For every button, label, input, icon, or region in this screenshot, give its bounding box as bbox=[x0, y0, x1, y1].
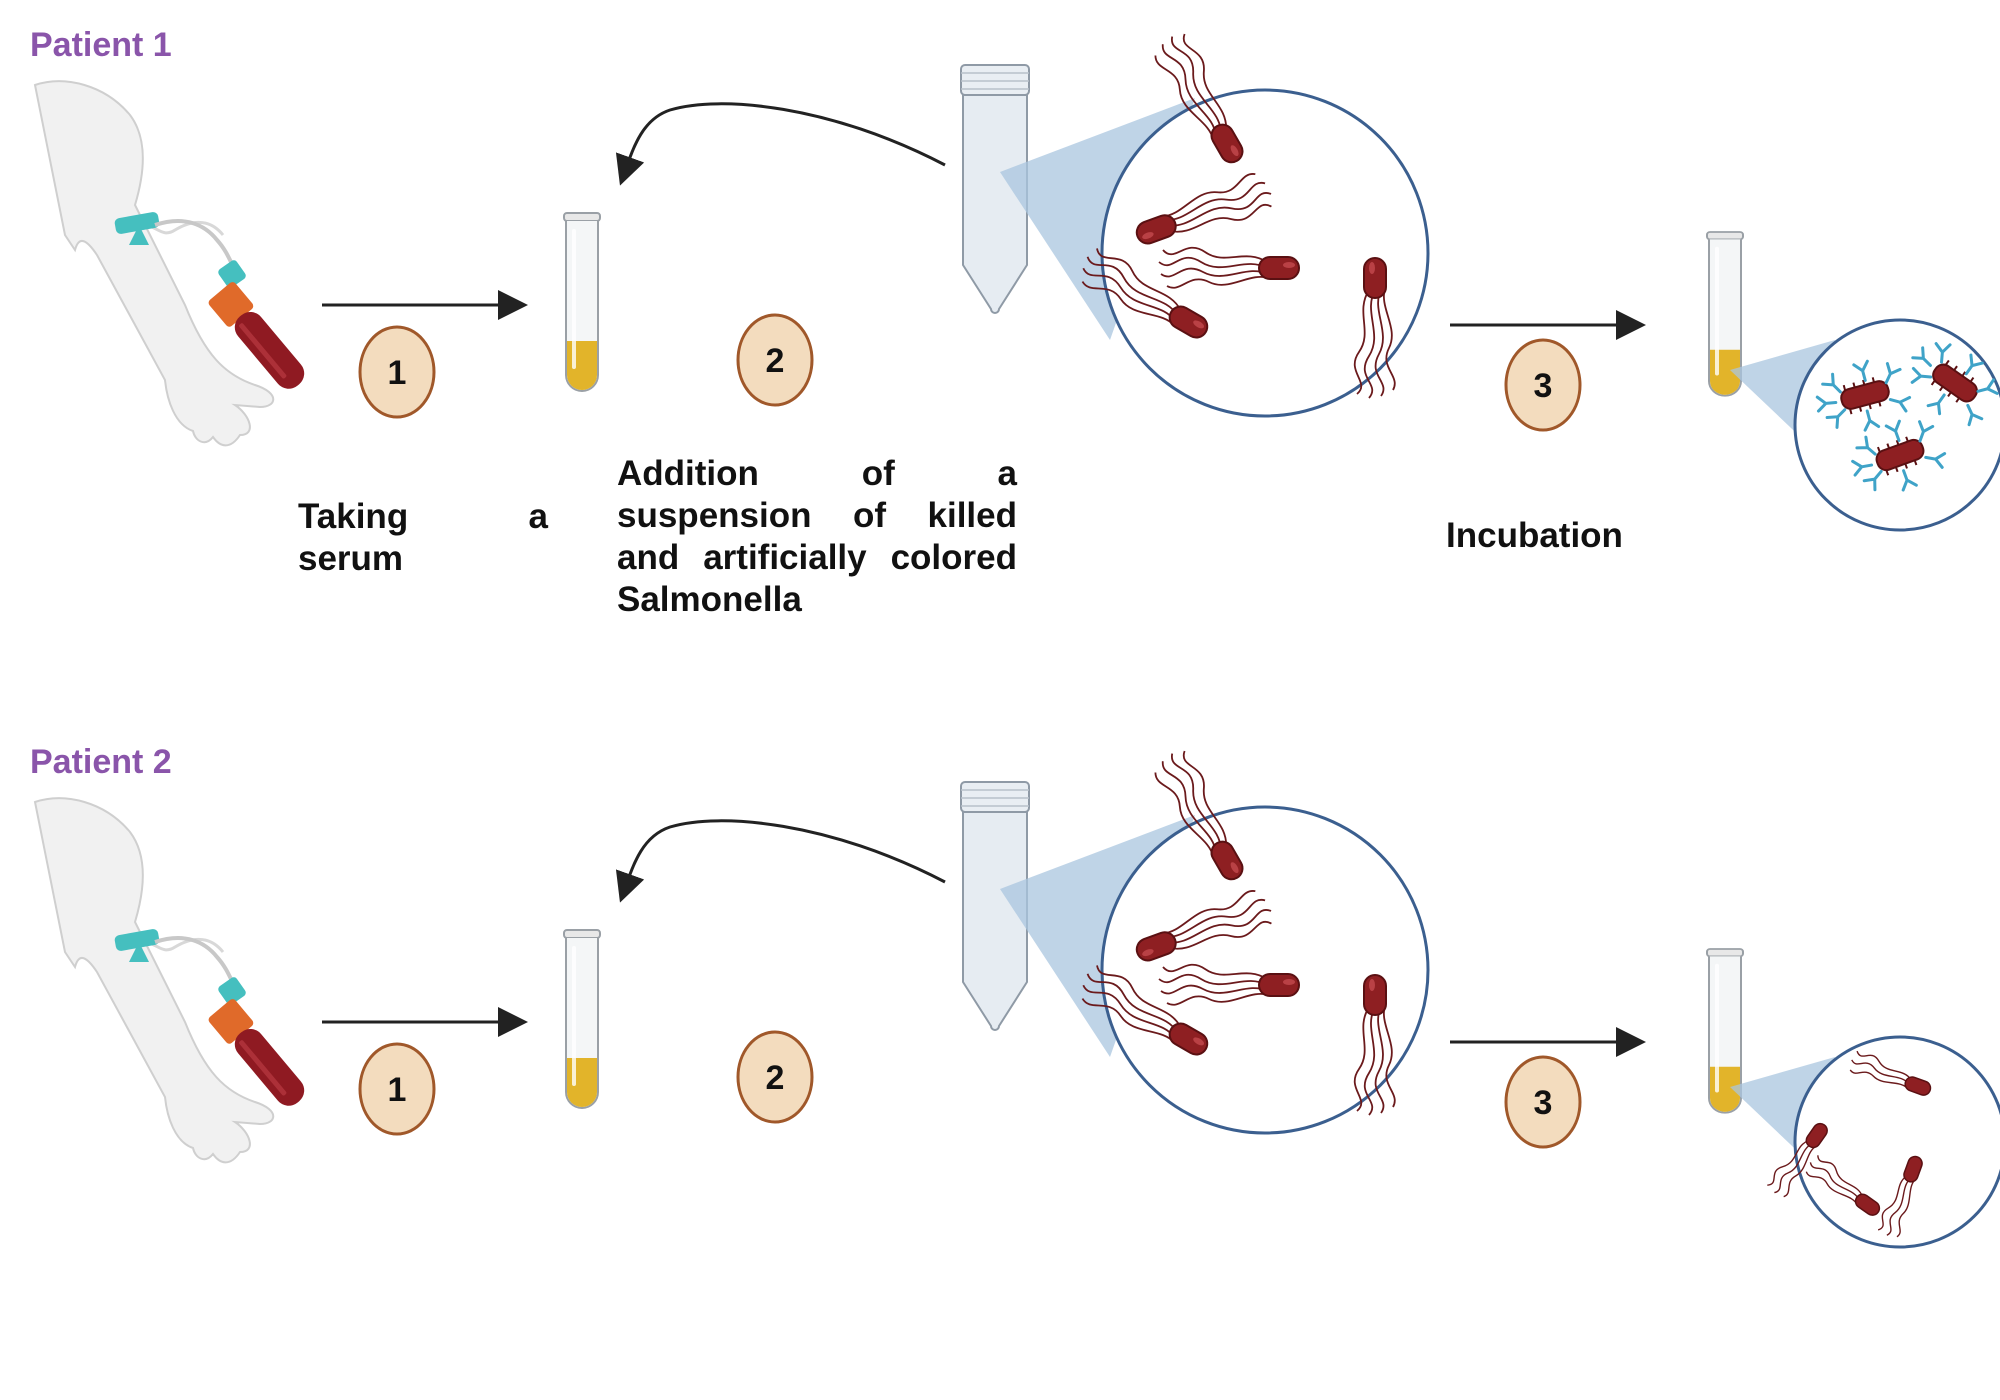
step-2-badge: 2 bbox=[736, 1030, 814, 1124]
step-number: 2 bbox=[766, 342, 785, 380]
magnifier-lens-icon bbox=[1793, 318, 2000, 532]
patient-label: Patient 1 bbox=[30, 26, 172, 64]
step-1-badge: 1 bbox=[358, 325, 436, 419]
transfer-arrow bbox=[615, 102, 946, 186]
step-3-badge: 3 bbox=[1504, 338, 1582, 432]
step-number: 3 bbox=[1534, 1084, 1553, 1122]
magnifier-lens-icon bbox=[1073, 28, 1430, 418]
step-number: 1 bbox=[388, 354, 407, 392]
arm-with-blood-draw-icon bbox=[33, 796, 314, 1165]
transfer-arrow bbox=[615, 819, 946, 903]
serum-tube-icon bbox=[563, 212, 601, 392]
step-1-badge: 1 bbox=[358, 1042, 436, 1136]
step-number: 2 bbox=[766, 1059, 785, 1097]
serum-tube-icon bbox=[563, 929, 601, 1109]
step-1-caption: Taking a serum bbox=[298, 497, 548, 578]
magnifier-lens-icon bbox=[1073, 745, 1430, 1135]
patient-label: Patient 2 bbox=[30, 743, 172, 781]
step-2-caption: Addition of a suspension of killed and a… bbox=[617, 454, 1017, 619]
step-number: 1 bbox=[388, 1071, 407, 1109]
patient-2-row: Patient 2 1 2 bbox=[30, 743, 2000, 1249]
step-3-caption: Incubation bbox=[1446, 516, 1623, 555]
magnifier-lens-icon bbox=[1764, 1035, 2000, 1249]
patient-1-row: Patient 1 1 2 bbox=[30, 26, 2000, 532]
arm-with-blood-draw-icon bbox=[33, 79, 314, 448]
step-2-badge: 2 bbox=[736, 313, 814, 407]
step-number: 3 bbox=[1534, 367, 1553, 405]
step-3-badge: 3 bbox=[1504, 1055, 1582, 1149]
